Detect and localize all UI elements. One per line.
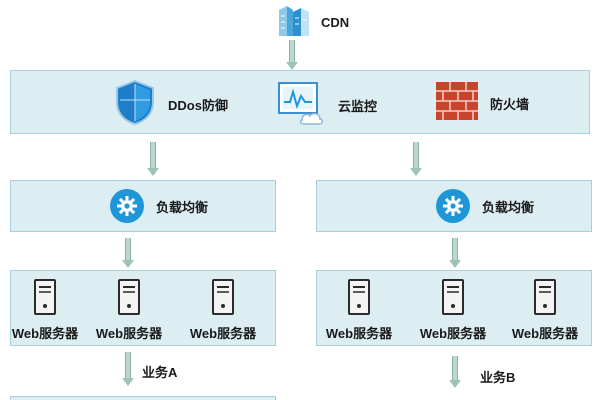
right-server-3: Web服务器 [508,278,582,342]
cdn-node: CDN [275,2,349,43]
left-lb-label: 负载均衡 [156,199,209,215]
shield-icon [112,78,158,131]
right-server-2: Web服务器 [416,278,490,342]
brick-wall-icon [434,80,480,127]
server-icon [345,279,373,320]
ddos-label: DDos防御 [168,98,228,113]
business-b-label: 业务B [480,370,516,385]
ddos-node: DDos防御 [112,78,228,131]
arrow-cdn-to-security [286,40,298,70]
right-server-1-label: Web服务器 [325,326,393,341]
arrow-right-lb-to-servers [449,238,461,268]
left-server-3: Web服务器 [186,278,260,342]
arrow-left-lb-to-servers [122,238,134,268]
left-server-3-label: Web服务器 [189,326,257,341]
cdn-building-icon [275,2,313,43]
firewall-label: 防火墙 [490,97,530,112]
right-lb-label: 负载均衡 [482,199,535,215]
left-server-1-label: Web服务器 [11,326,79,341]
arrow-right-servers-to-business [449,356,461,388]
arrow-security-to-left-lb [147,142,159,176]
monitor-chart-icon [276,80,324,131]
cloud-monitor-node: 云监控 [276,80,377,131]
gear-icon [110,189,144,223]
right-server-3-label: Web服务器 [511,326,579,341]
server-icon [115,279,143,320]
right-lb-node: 负载均衡 [436,189,534,223]
left-lb-node: 负载均衡 [110,189,208,223]
right-server-2-label: Web服务器 [419,326,487,341]
server-icon [209,279,237,320]
firewall-node: 防火墙 [434,80,529,127]
gear-icon [436,189,470,223]
arrow-security-to-right-lb [410,142,422,176]
business-a-label: 业务A [142,365,178,380]
left-server-1: Web服务器 [8,278,82,342]
right-server-1: Web服务器 [322,278,396,342]
server-icon [531,279,559,320]
left-server-2-label: Web服务器 [95,326,163,341]
cdn-label: CDN [321,15,350,30]
arrow-left-servers-to-business [122,352,134,386]
security-panel [10,70,590,134]
cloud-monitor-label: 云监控 [338,99,378,114]
business-a-panel [10,396,276,400]
server-icon [439,279,467,320]
server-icon [31,279,59,320]
left-server-2: Web服务器 [92,278,166,342]
